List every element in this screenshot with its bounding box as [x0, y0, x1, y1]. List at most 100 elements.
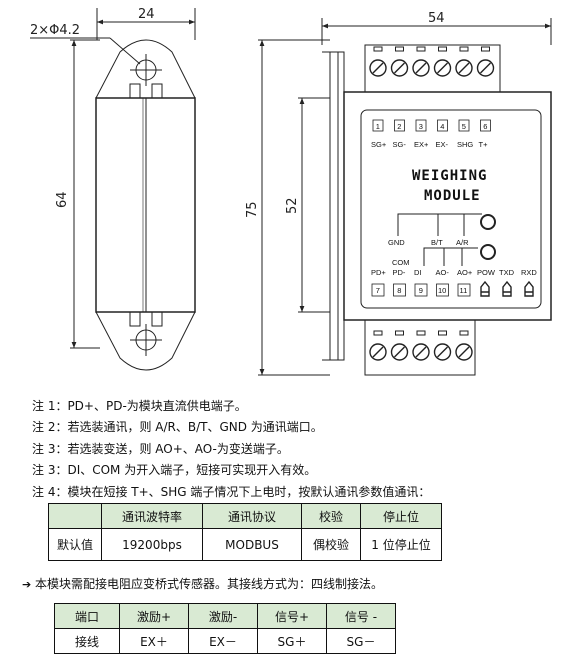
gnd-label: GND	[388, 238, 405, 247]
top-width-dim: 24	[138, 7, 155, 22]
table-cell: SG＋	[257, 628, 327, 654]
module-title-1: WEIGHING	[412, 168, 487, 184]
screw-terminal	[369, 46, 387, 77]
terminal-number-box	[371, 283, 385, 297]
comm-led-lower	[480, 244, 496, 260]
comm-led-upper	[480, 214, 496, 230]
wiring-table: 端口 激励+ 激励- 信号+ 信号 - 接线 EX＋ EX－ SG＋ SG－	[54, 603, 396, 654]
terminal-number: 4	[440, 122, 444, 131]
comm-defaults-table: 通讯波特率 通讯协议 校验 停止位 默认值 19200bps MODBUS 偶校…	[48, 503, 442, 561]
note-2: 注 2：若选装通讯，则 A/R、B/T、GND 为通讯端口。	[32, 420, 323, 434]
screw-terminal	[455, 330, 473, 361]
terminal-number-box	[414, 283, 428, 297]
terminal-label: DI	[414, 268, 422, 277]
terminal-number: 6	[483, 122, 487, 131]
terminal-label: PD-	[393, 268, 406, 277]
led-label: RXD	[521, 268, 537, 277]
bottom-terminal-labels: 7 PD+ 8 PD- 9 DI 10 AO- 11 AO+	[371, 268, 473, 297]
table-header-cell	[48, 503, 102, 529]
mechanical-drawing: 2×Φ4.2 24 64 54 75 52	[30, 7, 552, 376]
table-cell: 1 位停止位	[360, 528, 442, 561]
side-width-dim: 54	[428, 11, 445, 26]
terminal-number-box	[372, 119, 384, 132]
terminal-label: SG-	[393, 140, 407, 149]
terminal-label: PD+	[371, 268, 386, 277]
screw-terminal	[476, 46, 495, 77]
terminal-number: 11	[460, 286, 468, 295]
table-cell: EX＋	[119, 628, 189, 654]
screw-terminal	[433, 46, 452, 77]
terminal-number-box	[393, 283, 406, 297]
terminal-label: EX+	[414, 140, 429, 149]
terminal-number: 1	[376, 122, 380, 131]
table-cell: MODBUS	[202, 528, 302, 561]
terminal-number-box	[394, 119, 405, 132]
table-header-cell: 信号 -	[326, 603, 396, 629]
terminal-number: 7	[376, 286, 380, 295]
wiring-note-text: 本模块需配接电阻应变桥式传感器。其接线方式为：四线制接法。	[35, 577, 384, 591]
table-cell: EX－	[188, 628, 258, 654]
note-4: 注 3：DI、COM 为开入端子，短接可实现开入有效。	[32, 463, 317, 477]
terminal-number: 5	[462, 122, 466, 131]
terminal-number-box	[436, 283, 449, 297]
table-cell: SG－	[326, 628, 396, 654]
terminal-label: AO+	[457, 268, 473, 277]
wiring-note: ➔ 本模块需配接电阻应变桥式传感器。其接线方式为：四线制接法。	[22, 575, 383, 592]
terminal-number-box	[437, 119, 448, 132]
module-title-2: MODULE	[424, 188, 481, 204]
terminal-number: 8	[397, 286, 401, 295]
screw-terminal	[433, 330, 452, 361]
table-header-cell: 校验	[301, 503, 361, 529]
led-indicator-icon	[502, 280, 512, 297]
total-height-dim: 64	[55, 191, 70, 208]
ar-label: A/R	[456, 238, 469, 247]
terminal-number-box	[415, 119, 427, 132]
terminal-number: 9	[419, 286, 423, 295]
side-height-dim: 75	[245, 201, 260, 218]
terminal-label: T+	[479, 140, 489, 149]
note-3: 注 3：若选装变送，则 AO+、AO-为变送端子。	[32, 442, 289, 456]
led-indicator-icon	[524, 280, 534, 297]
hole-callout: 2×Φ4.2	[30, 23, 80, 38]
table-header-cell: 端口	[54, 603, 120, 629]
inner-height-dim: 52	[285, 197, 300, 214]
screw-terminal	[390, 330, 409, 361]
screw-terminal	[369, 330, 387, 361]
terminal-number: 3	[419, 122, 423, 131]
top-screw-terminals	[369, 46, 495, 77]
led-label: TXD	[499, 268, 515, 277]
note-5: 注 4：模块在短接 T+、SHG 端子情况下上电时，按默认通讯参数值通讯：	[32, 485, 431, 499]
front-view	[30, 8, 196, 371]
terminal-number: 10	[438, 286, 446, 295]
side-view	[258, 18, 552, 376]
screw-terminal	[412, 330, 430, 361]
terminal-label: SHG	[457, 140, 473, 149]
table-cell: 接线	[54, 628, 120, 654]
note-1: 注 1：PD+、PD-为模块直流供电端子。	[32, 399, 247, 413]
terminal-label: EX-	[436, 140, 449, 149]
table-header-cell: 通讯协议	[202, 503, 302, 529]
terminal-label: AO-	[436, 268, 450, 277]
arrow-right-icon: ➔	[22, 578, 32, 591]
table-header-cell: 通讯波特率	[101, 503, 203, 529]
table-header-cell: 激励+	[119, 603, 189, 629]
com-label: COM	[392, 258, 410, 267]
led-label: POW	[477, 268, 496, 277]
terminal-label: SG+	[371, 140, 387, 149]
terminal-number-box	[458, 119, 470, 132]
screw-terminal	[412, 46, 430, 77]
table-header-cell: 停止位	[360, 503, 442, 529]
terminal-number-box	[480, 119, 491, 132]
terminal-number: 2	[397, 122, 401, 131]
bottom-screw-terminals	[369, 330, 473, 361]
terminal-number-box	[457, 283, 471, 297]
table-header-cell: 激励-	[188, 603, 258, 629]
screw-terminal	[455, 46, 473, 77]
table-header-cell: 信号+	[257, 603, 327, 629]
table-cell: 偶校验	[301, 528, 361, 561]
table-cell: 默认值	[48, 528, 102, 561]
led-indicator-icon	[480, 280, 490, 297]
table-cell: 19200bps	[101, 528, 203, 561]
